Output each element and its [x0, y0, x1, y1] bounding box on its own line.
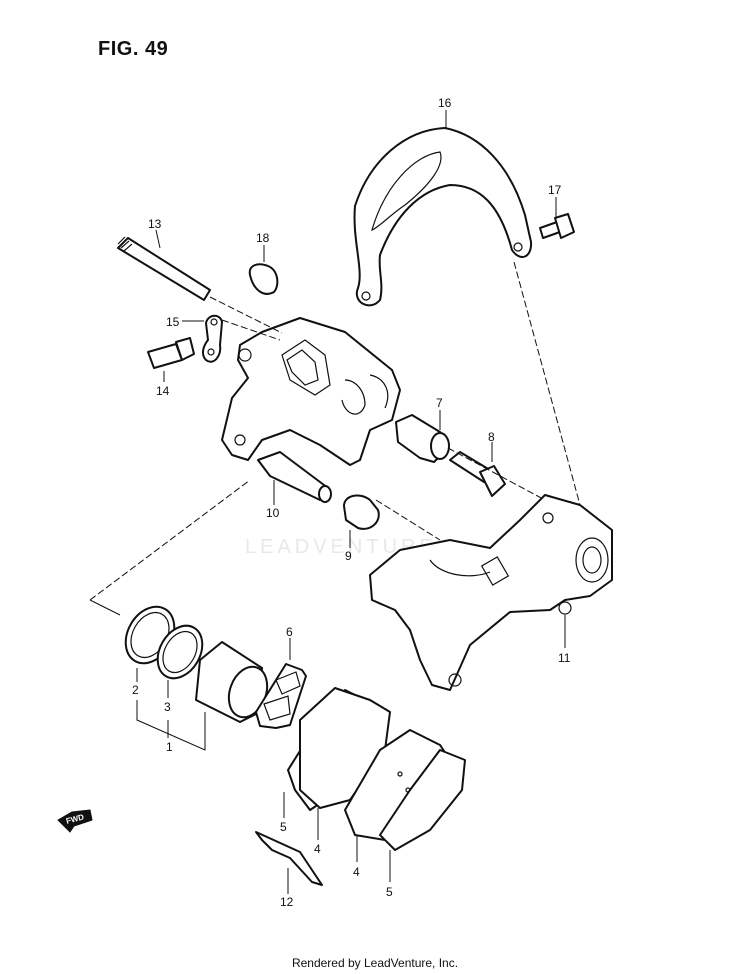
callout-15: 15 — [166, 315, 180, 329]
callout-9: 9 — [345, 549, 352, 563]
part-bleeder-14 — [147, 337, 195, 369]
part-link-15 — [201, 314, 223, 363]
part-seal-3 — [156, 624, 204, 680]
assembly-line-pin — [209, 296, 283, 334]
part-boot-9 — [343, 494, 380, 530]
callout-13: 13 — [148, 217, 162, 231]
assembly-line-boot — [375, 499, 441, 541]
part-bolt-8 — [449, 451, 506, 497]
part-caliper-bracket — [369, 494, 613, 691]
assembly-line-caliper-piston — [89, 479, 251, 601]
callout-17: 17 — [548, 183, 562, 197]
forward-arrow-icon: FWD — [57, 809, 93, 833]
part-bolt-17 — [539, 213, 575, 239]
callout-18: 18 — [256, 231, 270, 245]
part-sleeve-7 — [395, 414, 450, 463]
part-pin-13 — [117, 236, 211, 301]
part-hanger-bracket — [353, 127, 533, 307]
assembly-line-sleeve — [447, 447, 546, 501]
watermark-text: LEADVENTURE — [245, 536, 437, 558]
callout-6: 6 — [286, 625, 293, 639]
callout-3: 3 — [164, 700, 171, 714]
part-clip-12 — [255, 831, 323, 886]
callout-4-a: 4 — [314, 842, 321, 856]
callout-14: 14 — [156, 384, 170, 398]
part-caliper-body — [221, 317, 401, 466]
callout-10: 10 — [266, 506, 280, 520]
callout-5-b: 5 — [386, 885, 393, 899]
footer-credit: Rendered by LeadVenture, Inc. — [291, 956, 459, 970]
callout-5-a: 5 — [280, 820, 287, 834]
part-piston — [195, 641, 269, 723]
callout-4-b: 4 — [353, 865, 360, 879]
part-pad-d — [379, 749, 466, 851]
part-cap-18 — [248, 263, 279, 295]
callout-7: 7 — [436, 396, 443, 410]
figure-title: FIG. 49 — [98, 38, 169, 60]
assembly-line-bracket — [513, 261, 581, 506]
callout-16: 16 — [438, 96, 452, 110]
callout-8: 8 — [488, 430, 495, 444]
assembly-line-link — [221, 319, 281, 341]
part-shim-6 — [255, 663, 307, 729]
part-guide-pin-10 — [257, 451, 332, 503]
callout-11: 11 — [558, 651, 571, 665]
callout-1: 1 — [166, 740, 173, 754]
leader-lines — [89, 110, 566, 894]
callout-2: 2 — [132, 683, 139, 697]
callout-12: 12 — [280, 895, 294, 909]
